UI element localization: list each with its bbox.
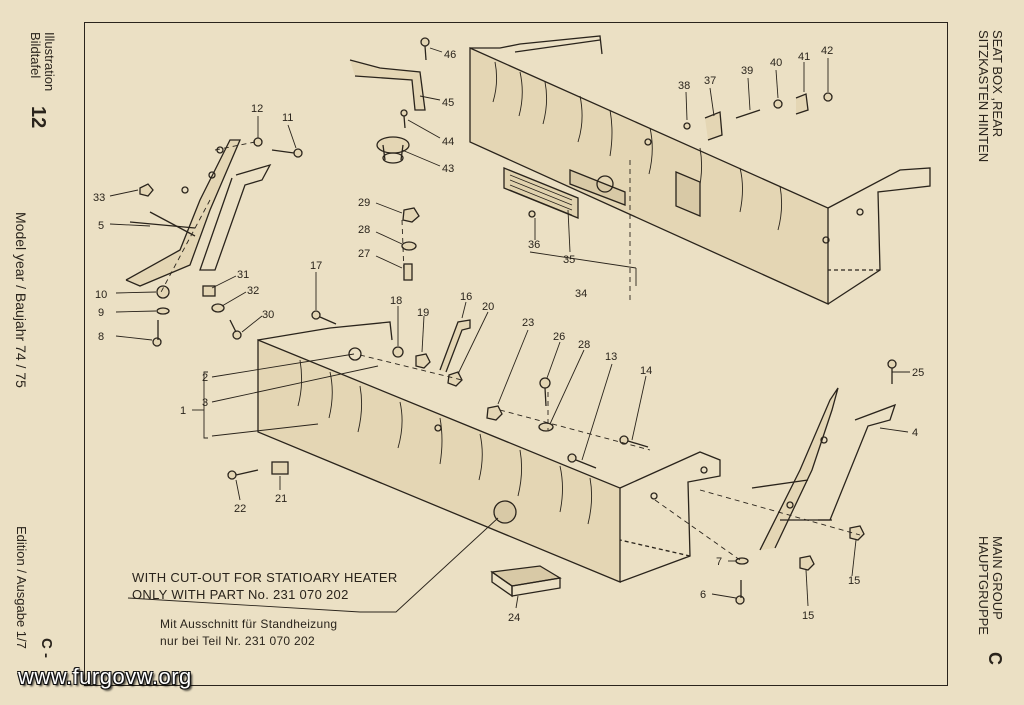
callout-2: 2 (202, 372, 208, 384)
note-en-line-1: WITH CUT-OUT FOR STATIOARY HEATER (132, 570, 398, 585)
callout-27: 27 (358, 248, 370, 260)
callout-36: 36 (528, 239, 540, 251)
callout-28a: 28 (358, 224, 370, 236)
callout-32: 32 (247, 285, 259, 297)
seat-box-front-panel (257, 321, 721, 583)
callout-45: 45 (442, 97, 454, 109)
callout-12: 12 (251, 103, 263, 115)
drawing-frame (84, 22, 948, 686)
alignment-lines (159, 141, 861, 561)
callout-29: 29 (358, 197, 370, 209)
callout-21: 21 (275, 493, 287, 505)
foam-block (490, 565, 562, 587)
callout-41: 41 (798, 51, 810, 63)
callout-16: 16 (460, 291, 472, 303)
callout-31: 31 (237, 269, 249, 281)
callout-18: 18 (390, 295, 402, 307)
right-hinge-assembly (751, 387, 897, 551)
leader-lines (109, 47, 910, 613)
callout-8: 8 (98, 331, 104, 343)
callout-42: 42 (821, 45, 833, 57)
callout-17: 17 (310, 260, 322, 272)
callout-26: 26 (553, 331, 565, 343)
callout-24: 24 (508, 612, 520, 624)
callout-13: 13 (605, 351, 617, 363)
vent-grille (503, 167, 579, 219)
callout-46: 46 (444, 49, 456, 61)
callout-15a: 15 (848, 575, 860, 587)
watermark: www.furgovw.org (18, 664, 192, 689)
callout-39: 39 (741, 65, 753, 77)
callout-14: 14 (640, 365, 652, 377)
callout-40: 40 (770, 57, 782, 69)
retaining-bracket (349, 59, 426, 111)
callout-20: 20 (482, 301, 494, 313)
callout-22: 22 (234, 503, 246, 515)
callout-33: 33 (93, 192, 105, 204)
callout-9: 9 (98, 307, 104, 319)
callout-35: 35 (563, 254, 575, 266)
callout-25: 25 (912, 367, 924, 379)
callout-4: 4 (912, 427, 918, 439)
callout-37: 37 (704, 75, 716, 87)
note-german: Mit Ausschnitt für Standheizung nur bei … (160, 616, 337, 650)
callout-3: 3 (202, 397, 208, 409)
callout-44: 44 (442, 136, 454, 148)
callout-43: 43 (442, 163, 454, 175)
note-de-line-2: nur bei Teil Nr. 231 070 202 (160, 634, 315, 648)
callout-34: 34 (575, 288, 587, 300)
left-hinge-assembly (125, 139, 272, 287)
note-en-line-2: ONLY WITH PART No. 231 070 202 (132, 587, 349, 602)
callout-5: 5 (98, 220, 104, 232)
callout-1: 1 (180, 405, 186, 417)
seat-box-rear-panel (469, 35, 931, 306)
hardware-parts (139, 37, 897, 605)
note-de-line-1: Mit Ausschnitt für Standheizung (160, 617, 338, 631)
callout-30: 30 (262, 309, 274, 321)
callout-15b: 15 (802, 610, 814, 622)
callout-38: 38 (678, 80, 690, 92)
callout-19: 19 (417, 307, 429, 319)
callout-6: 6 (700, 589, 706, 601)
callout-23: 23 (522, 317, 534, 329)
note-english: WITH CUT-OUT FOR STATIOARY HEATER ONLY W… (132, 569, 398, 603)
callout-28b: 28 (578, 339, 590, 351)
callout-7: 7 (716, 556, 722, 568)
callout-10: 10 (95, 289, 107, 301)
callout-11: 11 (282, 112, 293, 124)
